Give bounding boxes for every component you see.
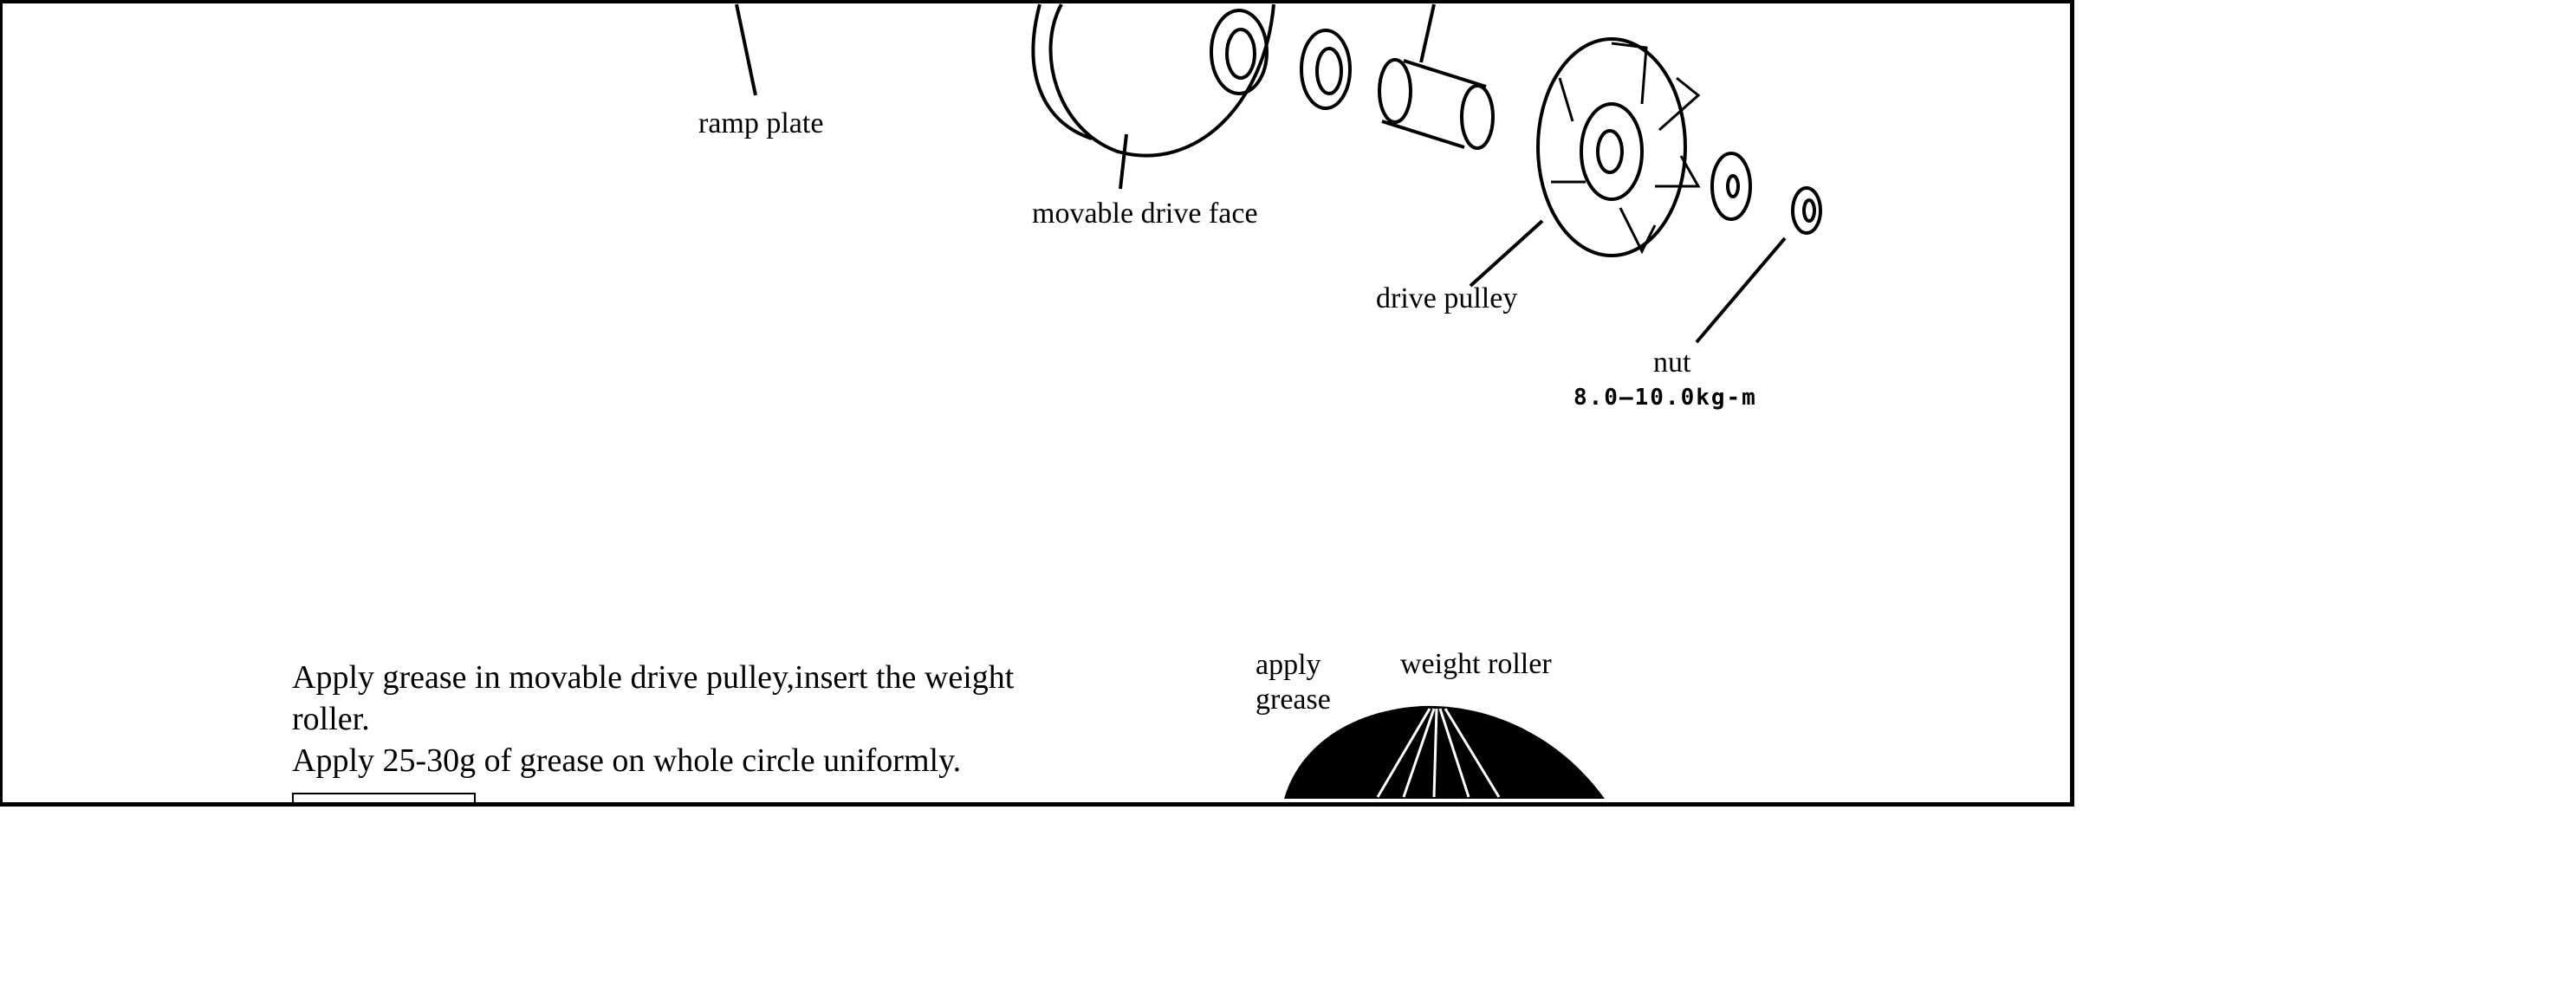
page-frame <box>0 0 2074 807</box>
weight-roller-label: weight roller <box>1400 648 1552 680</box>
bearing-part <box>1300 29 1352 110</box>
partial-box <box>292 793 476 805</box>
movable-drive-face-label: movable drive face <box>1032 198 1258 230</box>
collar-part <box>1381 59 1487 149</box>
movable-drive-face-part <box>1048 3 1275 158</box>
ramp-plate-label: ramp plate <box>698 107 824 139</box>
drive-pulley-part <box>1536 37 1687 257</box>
nut-part <box>1791 186 1822 235</box>
nut-label: nut <box>1653 347 1691 379</box>
instruction-line-2: Apply 25-30g of grease on whole circle u… <box>292 742 962 779</box>
weight-roller-photo <box>1284 705 1605 799</box>
instruction-line-1: Apply grease in movable drive pulley,ins… <box>292 659 1015 737</box>
nut-torque-spec: 8.0—10.0kg-m <box>1574 385 1757 411</box>
apply-grease-label: apply grease <box>1256 649 1331 716</box>
ramp-plate-leader <box>735 3 757 96</box>
drive-pulley-label: drive pulley <box>1376 282 1518 314</box>
instructions: Apply grease in movable drive pulley,ins… <box>292 657 1072 781</box>
washer-part <box>1710 152 1752 221</box>
